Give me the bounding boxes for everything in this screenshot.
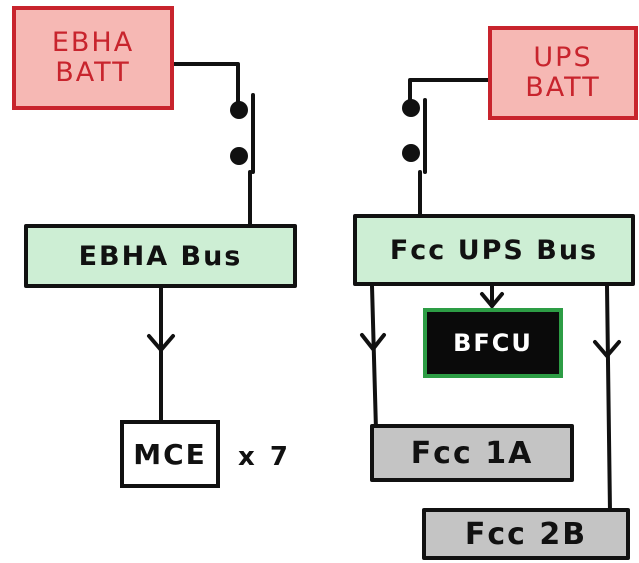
bfcu-label: BFCU xyxy=(453,329,533,357)
ebha-switch-contact-top xyxy=(230,101,248,119)
ups-switch-contact-bottom xyxy=(402,144,420,162)
fcc-2b-label: Fcc 2B xyxy=(464,516,588,552)
ups-switch-contact-top xyxy=(402,99,420,117)
fcc-ups-bus-label: Fcc UPS Bus xyxy=(389,234,599,266)
fcc-1a-label: Fcc 1A xyxy=(410,435,534,471)
ups-batt-feed-wire xyxy=(408,78,492,112)
ebha-battery-label-line2: BATT xyxy=(55,57,131,88)
bus-to-fcc1a-wire xyxy=(370,284,378,432)
ebha-battery: EBHA BATT xyxy=(12,6,174,110)
ebha-bus: EBHA Bus xyxy=(24,224,297,288)
mce-label: MCE xyxy=(133,437,207,471)
fcc-ups-bus: Fcc UPS Bus xyxy=(353,214,635,286)
ebha-switch-contact-bottom xyxy=(230,147,248,165)
ebha-bus-label: EBHA Bus xyxy=(78,240,243,272)
ebha-batt-feed-wire xyxy=(170,62,240,110)
ups-battery: UPS BATT xyxy=(488,26,638,120)
fcc-1a-box: Fcc 1A xyxy=(370,424,574,482)
fcc2b-arrow-head xyxy=(593,340,621,358)
fcc-2b-box: Fcc 2B xyxy=(422,508,630,560)
mce-arrow-head xyxy=(147,334,175,352)
mce-box: MCE xyxy=(120,420,220,488)
ups-battery-label-line2: BATT xyxy=(525,72,601,103)
bfcu-arrow-head xyxy=(480,292,504,308)
bfcu-box: BFCU xyxy=(423,308,563,378)
ebha-battery-label-line1: EBHA xyxy=(51,27,135,58)
mce-multiplier: x 7 xyxy=(238,442,291,472)
fcc1a-arrow-head xyxy=(360,333,386,351)
ups-battery-label-line1: UPS xyxy=(533,42,593,73)
bus-to-fcc2b-wire xyxy=(605,284,612,514)
